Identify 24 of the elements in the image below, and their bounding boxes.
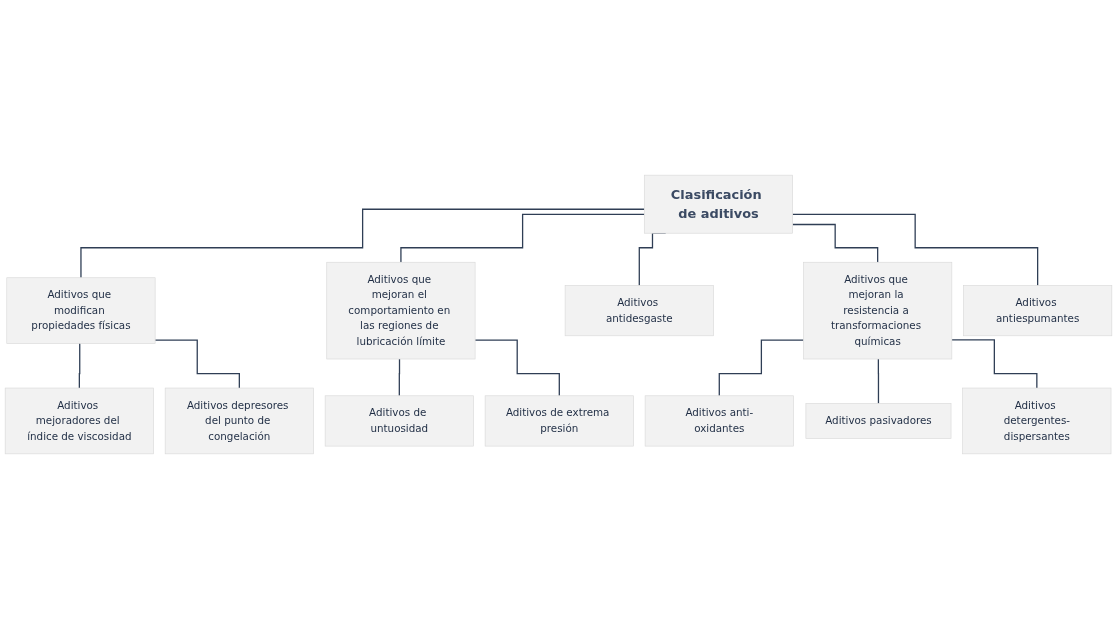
node-box: Aditivos mejoradores del índice de viscosidad [4,387,154,455]
connector [400,213,645,263]
node-box: Aditivos detergentes-dispersantes [962,387,1112,455]
node-box: Aditivos anti-oxidantes [644,395,794,447]
node-box: Aditivos depresores del punto de congelación [164,387,314,455]
node-box: Aditivos antidesgaste [564,285,714,337]
connector [154,339,240,389]
connector [792,223,879,263]
node-box: Aditivos que mejoran el comportamiento en las regiones de lubricación límite [326,261,476,360]
connector [78,342,81,389]
connector [877,358,880,405]
connector [718,339,805,397]
node-box: Aditivos de untuosidad [324,395,474,447]
connector [474,339,560,397]
connector [792,213,1039,287]
node-box: Aditivos que modifican propiedades físicas [6,277,156,344]
node-box: Aditivos de extrema presión [484,395,634,447]
connector [398,358,401,397]
node-box: Aditivos pasivadores [805,403,952,439]
connector [951,339,1038,389]
connector [80,208,645,279]
node-box: Clasificación de aditivos [643,174,793,234]
node-box: Aditivos antiespumantes [963,285,1113,337]
node-box: Aditivos que mejoran la resistencia a transformaciones químicas [803,261,953,360]
